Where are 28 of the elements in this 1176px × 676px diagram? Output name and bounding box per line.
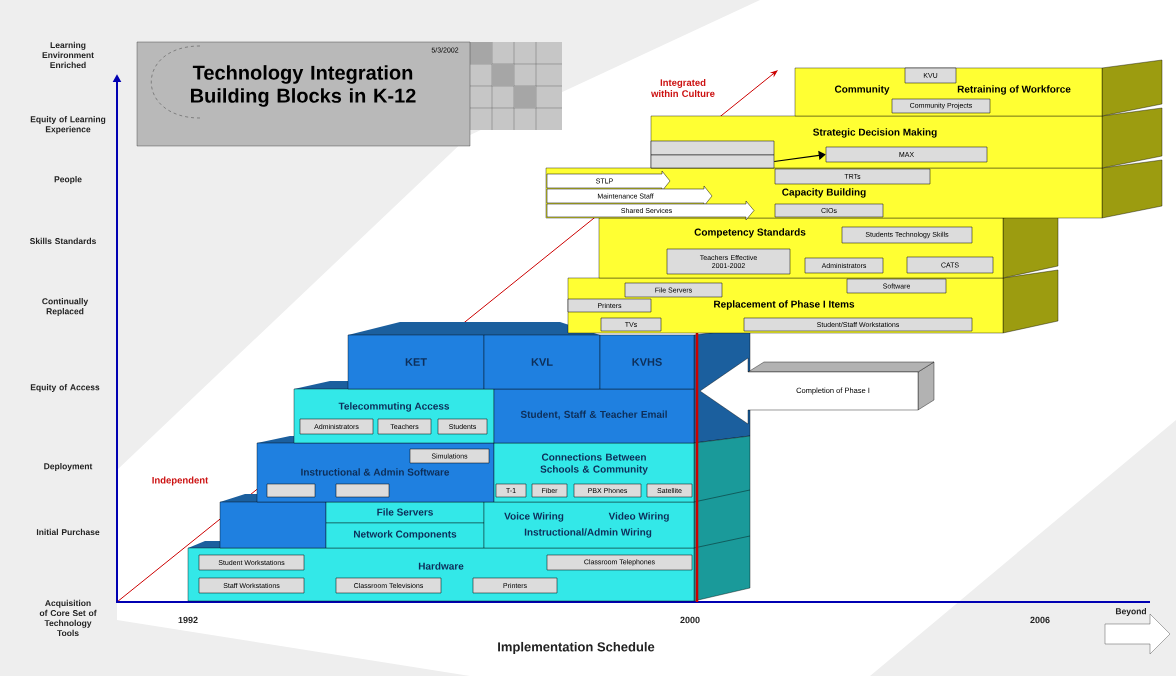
item-tag (650, 140, 775, 156)
item-tag (650, 154, 775, 169)
item-tag (266, 483, 316, 498)
axis-title: Implementation Schedule (498, 641, 655, 655)
axis-level-label: People (54, 176, 82, 184)
axis-level-label: Continually Replaced (42, 298, 89, 316)
axis-level-label: Acquisition of Core Set of Technology Tools (39, 599, 97, 637)
year-label: 2006 (1030, 616, 1050, 624)
trend-label: Independent (152, 476, 209, 486)
building-block: KVL (483, 334, 601, 390)
axis-label: Beyond (1116, 608, 1146, 616)
axis-level-label: Deployment (44, 463, 93, 471)
axis-level-label: Skills Standards (29, 237, 96, 245)
building-block: Network Components (325, 522, 485, 549)
axis-level-label: Equity of Learning Experience (30, 116, 106, 134)
building-block: KVHS (599, 334, 695, 390)
year-label: 2000 (680, 616, 700, 624)
diagram-title: Technology Integration Building Blocks in K-12 (191, 65, 416, 107)
building-block (219, 501, 327, 549)
building-block: File Servers (325, 501, 485, 524)
trend-label: Integrated within Culture (651, 79, 715, 97)
axis-level-label: Learning Environment Enriched (42, 41, 94, 69)
axis-level-label: Equity of Access (30, 384, 100, 392)
year-label: 1992 (178, 616, 198, 624)
arrow (773, 150, 826, 163)
building-block: KET (347, 334, 485, 390)
axis-level-label: Initial Purchase (36, 528, 100, 536)
item-tag (335, 483, 390, 498)
